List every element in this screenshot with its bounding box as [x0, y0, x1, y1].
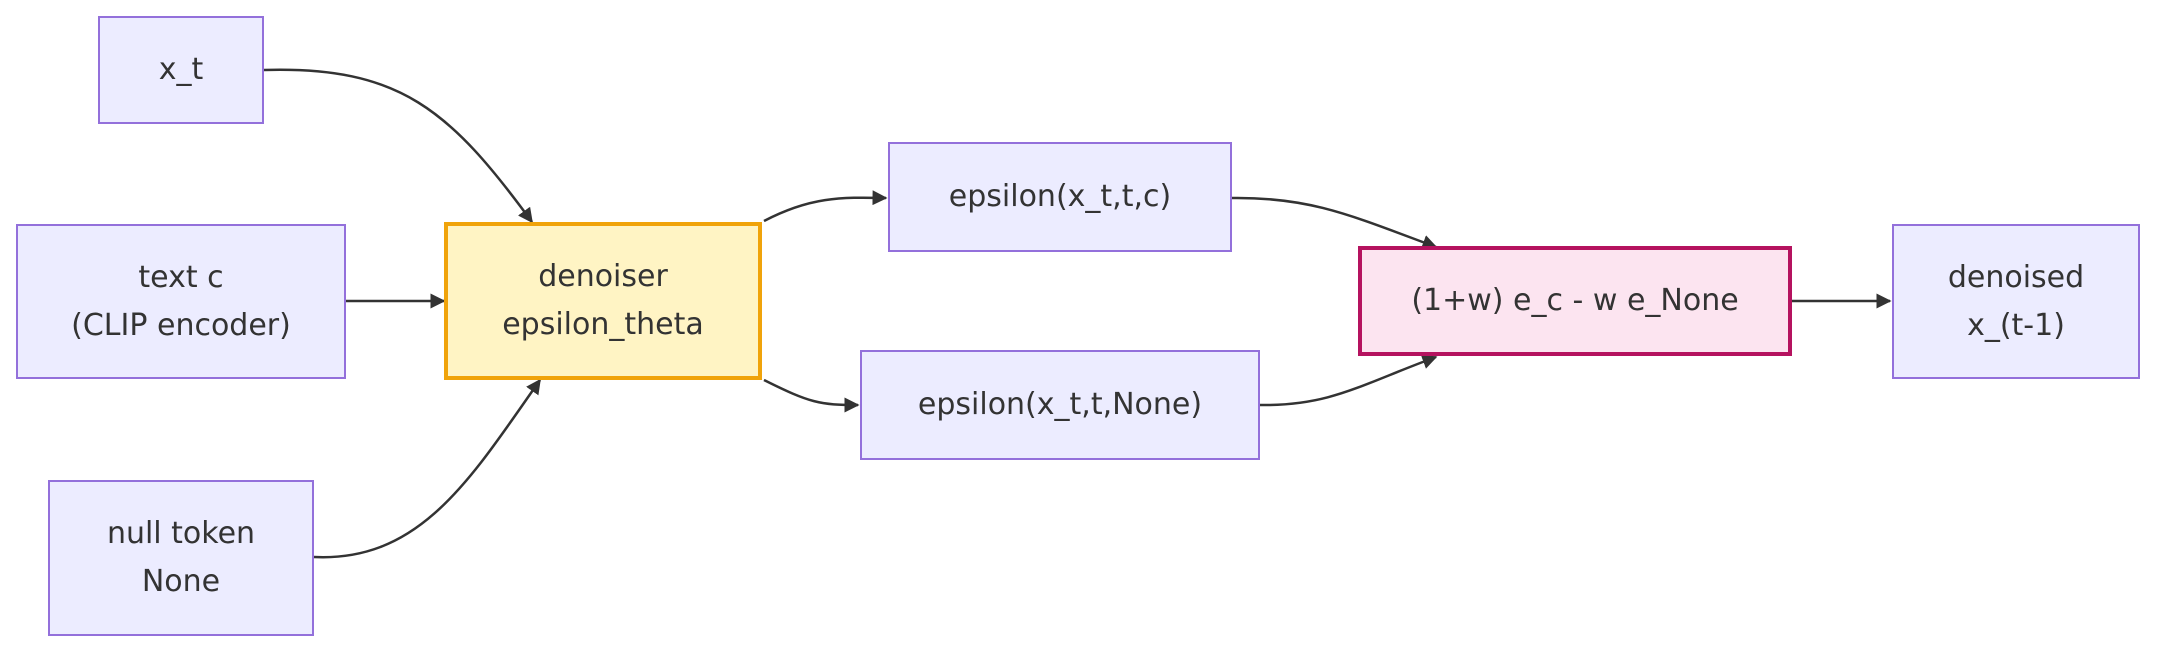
edge-null-to-denoiser — [313, 378, 542, 559]
node-x-t: x_t — [98, 16, 264, 124]
edge-denoiser-to-eps-none — [763, 378, 860, 413]
node-text-c: text c (CLIP encoder) — [16, 224, 346, 379]
edge-eps-none-to-combine — [1259, 354, 1438, 407]
node-text-c-line1: text c — [138, 259, 224, 295]
node-null-token-line1: null token — [106, 516, 256, 551]
node-text-c-line2: (CLIP encoder) — [71, 307, 291, 343]
node-x-t-label: x_t — [158, 52, 204, 87]
edge-eps-c-to-combine — [1231, 196, 1438, 250]
node-denoised-output-line2: x_(t-1) — [1967, 307, 2065, 343]
node-guidance-combine-label: (1+w) e_c - w e_None — [1411, 283, 1739, 318]
node-denoiser-line2: epsilon_theta — [502, 307, 704, 342]
node-denoiser: denoiser epsilon_theta — [444, 222, 762, 380]
node-guidance-combine: (1+w) e_c - w e_None — [1358, 246, 1792, 356]
node-epsilon-unconditional: epsilon(x_t,t,None) — [860, 350, 1260, 460]
node-null-token: null token None — [48, 480, 314, 636]
edge-denoiser-to-eps-c — [763, 190, 888, 223]
node-epsilon-conditional-label: epsilon(x_t,t,c) — [948, 179, 1172, 214]
node-denoiser-line1: denoiser — [538, 259, 668, 294]
node-denoised-output: denoised x_(t-1) — [1892, 224, 2140, 379]
node-epsilon-unconditional-label: epsilon(x_t,t,None) — [917, 387, 1203, 422]
node-null-token-line2: None — [141, 564, 221, 599]
node-epsilon-conditional: epsilon(x_t,t,c) — [888, 142, 1232, 252]
node-denoised-output-line1: denoised — [1947, 259, 2085, 295]
edge-xt-to-denoiser — [263, 68, 534, 224]
